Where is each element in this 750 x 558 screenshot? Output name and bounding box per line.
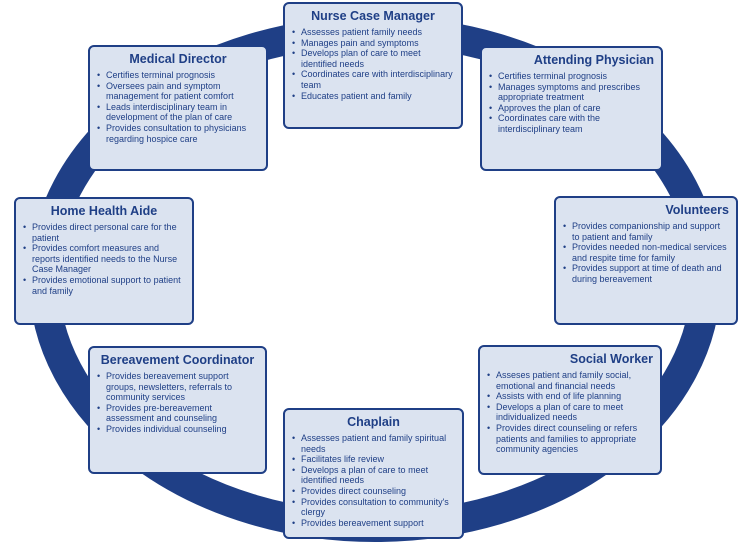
duty-item: Provides companionship and support to pa… xyxy=(563,221,729,242)
duty-list: Certifies terminal prognosisOversees pai… xyxy=(97,70,259,144)
card-bereavement-coordinator: Bereavement Coordinator Provides bereave… xyxy=(88,346,267,474)
duty-item: Leads interdisciplinary team in developm… xyxy=(97,102,259,123)
duty-item: Assists with end of life planning xyxy=(487,391,653,402)
duty-item: Asseses patient and family social, emoti… xyxy=(487,370,653,391)
card-title: Medical Director xyxy=(129,52,227,66)
duty-item: Assesses patient and family spiritual ne… xyxy=(292,433,455,454)
duty-list: Assesses patient family needsManages pai… xyxy=(292,27,454,101)
duty-item: Approves the plan of care xyxy=(489,103,654,114)
duty-item: Provides emotional support to patient an… xyxy=(23,275,185,296)
card-title: Nurse Case Manager xyxy=(311,9,435,23)
duty-item: Coordinates care with interdisciplinary … xyxy=(292,69,454,90)
duty-item: Provides consultation to physicians rega… xyxy=(97,123,259,144)
duty-item: Coordinates care with the interdisciplin… xyxy=(489,113,654,134)
duty-item: Manages symptoms and prescribes appropri… xyxy=(489,82,654,103)
duty-item: Oversees pain and symptom management for… xyxy=(97,81,259,102)
duty-list: Assesses patient and family spiritual ne… xyxy=(292,433,455,528)
duty-item: Provides consultation to community's cle… xyxy=(292,497,455,518)
duty-item: Develops plan of care to meet identified… xyxy=(292,48,454,69)
card-nurse-case-manager: Nurse Case Manager Assesses patient fami… xyxy=(283,2,463,129)
duty-item: Provides pre-bereavement assessment and … xyxy=(97,403,258,424)
duty-item: Assesses patient family needs xyxy=(292,27,454,38)
card-title: Volunteers xyxy=(665,203,729,217)
card-title: Home Health Aide xyxy=(50,204,158,218)
duty-list: Provides companionship and support to pa… xyxy=(563,221,729,285)
card-medical-director: Medical Director Certifies terminal prog… xyxy=(88,45,268,171)
card-chaplain: Chaplain Assesses patient and family spi… xyxy=(283,408,464,539)
duty-list: Certifies terminal prognosisManages symp… xyxy=(489,71,654,135)
duty-item: Facilitates life review xyxy=(292,454,455,465)
card-home-health-aide: Home Health Aide Provides direct persona… xyxy=(14,197,194,325)
duty-item: Develops a plan of care to meet individu… xyxy=(487,402,653,423)
duty-list: Provides bereavement support groups, new… xyxy=(97,371,258,435)
duty-item: Provides comfort measures and reports id… xyxy=(23,243,185,275)
duty-item: Provides direct counseling or refers pat… xyxy=(487,423,653,455)
duty-list: Asseses patient and family social, emoti… xyxy=(487,370,653,455)
duty-item: Provides direct counseling xyxy=(292,486,455,497)
duty-item: Certifies terminal prognosis xyxy=(489,71,654,82)
card-social-worker: Social Worker Asseses patient and family… xyxy=(478,345,662,475)
duty-item: Provides needed non-medical services and… xyxy=(563,242,729,263)
duty-list: Provides direct personal care for the pa… xyxy=(23,222,185,296)
duty-item: Provides bereavement support xyxy=(292,518,455,529)
card-title: Social Worker xyxy=(569,352,653,366)
duty-item: Manages pain and symptoms xyxy=(292,38,454,49)
duty-item: Certifies terminal prognosis xyxy=(97,70,259,81)
card-attending-physician: Attending Physician Certifies terminal p… xyxy=(480,46,663,171)
duty-item: Provides support at time of death and du… xyxy=(563,263,729,284)
duty-item: Educates patient and family xyxy=(292,91,454,102)
card-title: Chaplain xyxy=(347,415,400,429)
card-title: Attending Physician xyxy=(533,53,654,67)
duty-item: Develops a plan of care to meet identifi… xyxy=(292,465,455,486)
card-title: Bereavement Coordinator xyxy=(100,353,255,367)
card-volunteers: Volunteers Provides companionship and su… xyxy=(554,196,738,325)
duty-item: Provides direct personal care for the pa… xyxy=(23,222,185,243)
duty-item: Provides individual counseling xyxy=(97,424,258,435)
duty-item: Provides bereavement support groups, new… xyxy=(97,371,258,403)
